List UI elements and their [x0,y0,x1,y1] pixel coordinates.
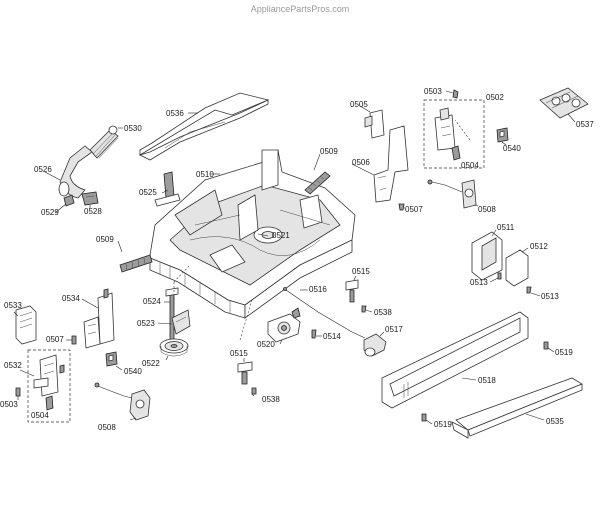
label-0511: 0511 [497,223,515,232]
part-0524-shaft [165,287,179,341]
label-0526: 0526 [34,165,52,174]
label-0507-left: 0507 [46,335,64,344]
group-box-0532 [27,349,71,423]
part-0526-curved-hose [58,145,93,199]
part-0535-trim-strip [451,377,583,439]
part-0537-vent [539,87,589,119]
label-0533: 0533 [4,301,22,310]
label-0515-lower: 0515 [230,349,248,358]
label-0529: 0529 [41,208,59,217]
part-0503-screw-left [15,387,21,397]
label-0512: 0512 [530,242,548,251]
label-0509-top: 0509 [320,147,338,156]
part-0503-screw-top [452,89,459,99]
label-0522: 0522 [142,359,160,368]
part-0510-base-tub [149,149,356,319]
part-0502-bracket [434,107,456,151]
part-0520-valve [267,307,301,343]
part-0508-sensor-top [427,179,477,209]
part-0528-clip [81,191,99,206]
part-0519-screw-right [543,341,549,350]
part-0533-handle [15,305,37,345]
label-0505: 0505 [350,100,368,109]
part-0516-rod [283,287,366,339]
group-box-0502 [423,99,485,169]
label-0519-lower: 0519 [434,420,452,429]
label-0538-lower: 0538 [262,395,280,404]
label-0508-bottom: 0508 [98,423,116,432]
label-0509-left: 0509 [96,235,114,244]
part-0538-screw-lower [251,387,257,395]
part-0540-clip-left [105,351,118,367]
label-0506: 0506 [352,158,370,167]
label-0513-left: 0513 [470,278,488,287]
part-0512-cover [505,249,529,287]
label-0502: 0502 [486,93,504,102]
part-0513-screw-left [497,272,502,280]
part-0515-screw-lower [237,361,253,385]
part-0504-clip-top [451,145,461,161]
part-0534-bracket [83,288,115,349]
label-0525: 0525 [139,188,157,197]
part-0540-clip-top [496,127,509,143]
label-0535: 0535 [546,417,564,426]
part-0513-screw-right [526,286,532,294]
part-0514-screw [311,329,317,339]
label-0534: 0534 [62,294,80,303]
label-0514: 0514 [323,332,341,341]
part-0529-clip [63,194,75,207]
label-0516: 0516 [309,285,327,294]
label-0537: 0537 [576,120,594,129]
part-0505-bracket [364,109,385,139]
label-0518: 0518 [478,376,496,385]
part-labels: 0536 0530 0537 0505 0503 0502 0509 0526 … [0,87,594,432]
label-0532: 0532 [4,361,22,370]
part-0509-rail-top [304,171,331,195]
label-0508-top: 0508 [478,205,496,214]
part-0509-rail-left [119,254,153,273]
part-0536-cover-panel [138,92,270,161]
part-0532-bracket [33,354,65,397]
label-0504-left: 0504 [31,411,49,420]
part-0504-clip-left [45,395,54,411]
part-0519-screw-lower [421,413,427,422]
label-0538-upper: 0538 [374,308,392,317]
part-0530-hose [89,125,119,159]
label-0517: 0517 [385,325,403,334]
label-0530: 0530 [124,124,142,133]
label-0523: 0523 [137,319,155,328]
part-0517-cylinder [363,333,387,357]
label-0521: 0521 [272,231,290,240]
part-0525-latch [154,171,181,207]
part-0518-front-panel [381,311,529,409]
label-0510: 0510 [196,170,214,179]
label-0536: 0536 [166,109,184,118]
label-0519-right: 0519 [555,348,573,357]
label-0503-left: 0503 [0,400,18,409]
label-0513-right: 0513 [541,292,559,301]
label-0540-top: 0540 [503,144,521,153]
part-0511-cover [471,231,503,281]
part-0522-impeller [159,338,189,357]
label-0507-right: 0507 [405,205,423,214]
watermark: AppliancePartsPros.com [251,4,350,14]
label-0520: 0520 [257,340,275,349]
part-0523-clip [171,309,191,335]
part-0508-sensor-bottom [94,382,151,421]
label-0524: 0524 [143,297,161,306]
part-0515-screw-upper [345,279,359,303]
part-0538-screw-upper [361,305,367,313]
label-0504-top: 0504 [461,161,479,170]
label-0540-left: 0540 [124,367,142,376]
part-0507-screw-left [71,335,77,345]
label-0503-top: 0503 [424,87,442,96]
label-0528: 0528 [84,207,102,216]
part-0506-tall-bracket [373,125,409,203]
label-0515-upper: 0515 [352,267,370,276]
part-0507-screw [398,203,405,211]
